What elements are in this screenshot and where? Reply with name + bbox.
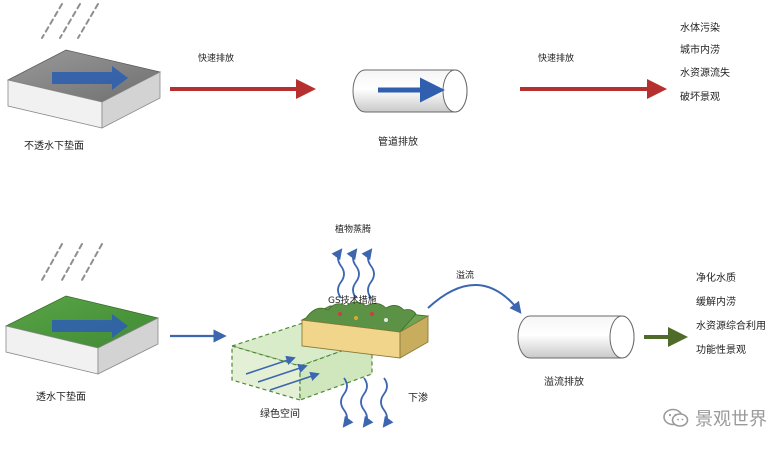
benefit-item: 缓解内涝	[696, 297, 736, 308]
pervious-surface-block	[4, 295, 160, 375]
outcome-item: 破坏景观	[680, 92, 720, 103]
pervious-surface-label: 透水下垫面	[36, 392, 86, 403]
overflow-label: 溢流	[456, 271, 475, 281]
outcome-item: 城市内涝	[680, 45, 720, 56]
infiltration-label: 下渗	[408, 393, 428, 404]
watermark-text: 景观世界	[695, 409, 767, 430]
green-space-label: 绿色空间	[260, 409, 300, 420]
fast-discharge-label-1: 快速排放	[198, 54, 235, 64]
benefit-item: 水资源综合利用	[696, 321, 766, 332]
outcome-item: 水体污染	[680, 23, 720, 34]
plant-transpiration-label: 植物蒸腾	[335, 225, 372, 235]
overflow-arrow	[427, 284, 522, 314]
gs-facility-block	[300, 301, 430, 359]
watermark: 景观世界	[663, 405, 767, 431]
impervious-surface-label: 不透水下垫面	[24, 141, 84, 152]
transpiration-icon	[331, 248, 375, 299]
rain-icon-top	[41, 3, 99, 39]
overflow-discharge-label: 溢流排放	[544, 377, 584, 388]
outcome-item: 水资源流失	[680, 68, 730, 79]
benefit-item: 净化水质	[696, 273, 736, 284]
benefit-item: 功能性景观	[696, 345, 746, 356]
pipe-icon-bottom	[517, 315, 635, 359]
pipe-discharge-label: 管道排放	[378, 137, 418, 148]
infiltration-icon	[340, 377, 394, 428]
fast-discharge-label-2: 快速排放	[538, 54, 575, 64]
rain-icon-bottom	[41, 243, 103, 281]
gs-measure-label: GS技术措施	[328, 296, 377, 306]
impervious-surface-block	[6, 49, 162, 129]
pipe-icon-top	[352, 69, 468, 113]
wechat-icon	[663, 408, 689, 427]
